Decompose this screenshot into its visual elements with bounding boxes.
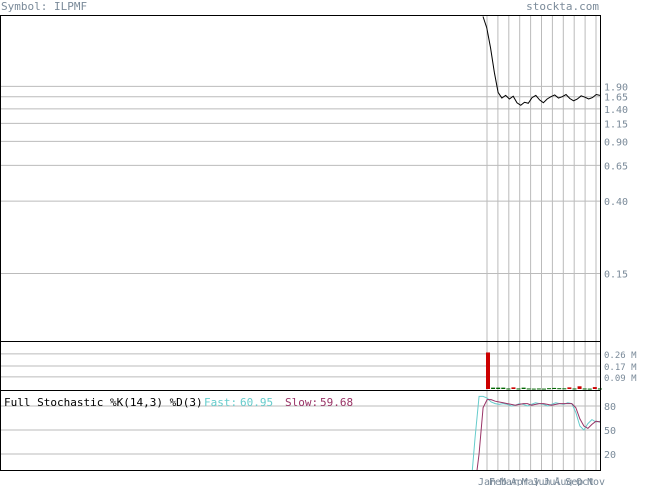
month-label-apr: Apr — [511, 477, 529, 486]
volume-bar-17 — [572, 388, 577, 390]
volume-bar-5 — [511, 387, 516, 389]
price-y-tick-7: 0.15 — [604, 269, 628, 280]
volume-bar-4 — [506, 388, 511, 390]
volume-bar-7 — [521, 387, 526, 389]
stoch-fast-line — [471, 395, 600, 470]
price-y-tick-3: 1.15 — [604, 119, 628, 130]
volume-bar-1 — [491, 387, 496, 389]
month-label-aug: Aug — [554, 477, 572, 486]
volume-bar-6 — [516, 388, 521, 390]
price-y-tick-2: 1.40 — [604, 105, 628, 116]
volume-bar-8 — [526, 388, 531, 390]
volume-y-tick-0: 0.26 M — [604, 351, 637, 361]
month-label-sep: Sep — [565, 477, 583, 486]
month-label-jun: Jun — [533, 477, 551, 486]
month-label-jul: Jul — [543, 477, 561, 486]
stoch-y-tick-0: 80 — [604, 402, 616, 413]
month-label-feb: Feb — [489, 477, 507, 486]
price-y-tick-6: 0.40 — [604, 197, 628, 208]
month-label-jan: Jan — [478, 477, 496, 486]
stoch-slow-value: 59.68 — [320, 396, 353, 409]
volume-bar-10 — [536, 388, 541, 390]
volume-bar-12 — [547, 388, 552, 390]
month-label-nov: Nov — [587, 477, 605, 486]
symbol-label: Symbol: ILPMF — [1, 0, 88, 13]
volume-bar-11 — [541, 388, 546, 390]
chart-frame — [0, 15, 601, 471]
stoch-fast-label: Fast: — [204, 396, 237, 409]
stoch-slow-line — [476, 399, 600, 470]
price-line — [482, 16, 600, 106]
volume-bar-9 — [531, 388, 536, 390]
volume-bar-21 — [592, 387, 597, 389]
month-label-may: May — [522, 477, 540, 486]
volume-bar-15 — [562, 388, 567, 390]
stoch-fast-value: 60.95 — [240, 396, 273, 409]
volume-bar-19 — [582, 388, 587, 390]
volume-bar-13 — [552, 387, 557, 389]
volume-y-tick-1: 0.17 M — [604, 363, 637, 373]
stoch-y-tick-2: 20 — [604, 450, 616, 461]
month-label-mar: Mar — [500, 477, 518, 486]
stoch-title: Full Stochastic %K(14,3) %D(3) — [4, 396, 203, 409]
month-label-oct: Oct — [576, 477, 594, 486]
volume-bar-18 — [577, 386, 582, 389]
volume-y-tick-2: 0.09 M — [604, 374, 637, 384]
price-y-tick-5: 0.65 — [604, 161, 628, 172]
site-label: stockta.com — [526, 0, 599, 13]
stoch-y-tick-1: 50 — [604, 426, 616, 437]
volume-bar-3 — [501, 387, 506, 389]
volume-bar-2 — [496, 387, 501, 389]
volume-bar-14 — [557, 388, 562, 390]
volume-bar-20 — [587, 388, 592, 390]
volume-bar-16 — [567, 387, 572, 389]
stoch-slow-label: Slow: — [285, 396, 318, 409]
price-y-tick-0: 1.90 — [604, 82, 628, 93]
volume-bar-22 — [597, 388, 602, 390]
volume-bar-0 — [486, 352, 490, 389]
price-y-tick-1: 1.65 — [604, 93, 628, 104]
price-y-tick-4: 0.90 — [604, 137, 628, 148]
